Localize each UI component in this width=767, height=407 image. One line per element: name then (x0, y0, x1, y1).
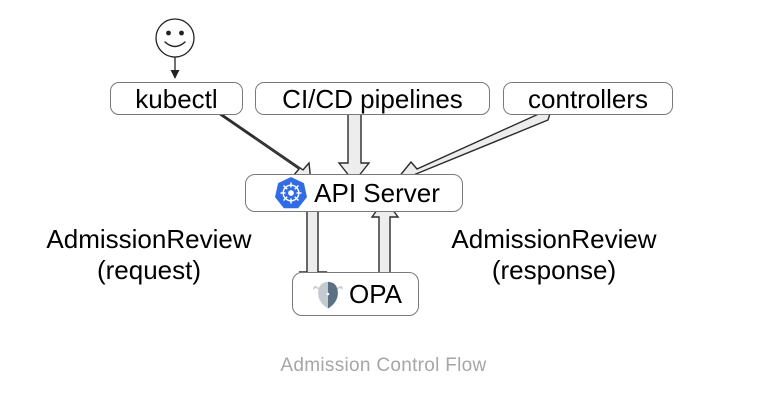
smiley-face-actor-icon (155, 18, 195, 58)
node-controllers-label: controllers (528, 83, 648, 114)
edge-label-response-line-2: (response) (491, 254, 617, 285)
node-cicd-pipelines[interactable]: CI/CD pipelines (255, 82, 490, 115)
edge-label-response-line-1: AdmissionReview (451, 224, 657, 254)
edge-label-request-line-1: AdmissionReview (46, 224, 252, 254)
node-kubectl[interactable]: kubectl (110, 82, 243, 115)
edge-controllers-to-apiserver (396, 102, 555, 185)
edge-label-admission-review-response: AdmissionReview (response) (412, 224, 696, 285)
node-cicd-pipelines-label: CI/CD pipelines (282, 83, 463, 114)
node-api-server[interactable]: API Server (245, 174, 463, 212)
edge-label-request-line-2: (request) (96, 254, 202, 285)
edge-cicd-to-apiserver (337, 110, 371, 184)
kubernetes-helm-icon (275, 177, 308, 209)
node-controllers[interactable]: controllers (503, 82, 673, 115)
node-api-server-label: API Server (314, 178, 440, 208)
node-opa-label: OPA (349, 279, 402, 309)
opa-viking-helmet-icon (313, 281, 343, 309)
diagram-caption: Admission Control Flow (280, 355, 487, 376)
node-opa[interactable]: OPA (292, 272, 419, 316)
edge-label-admission-review-request: AdmissionReview (request) (16, 224, 282, 285)
node-kubectl-label: kubectl (135, 83, 218, 114)
